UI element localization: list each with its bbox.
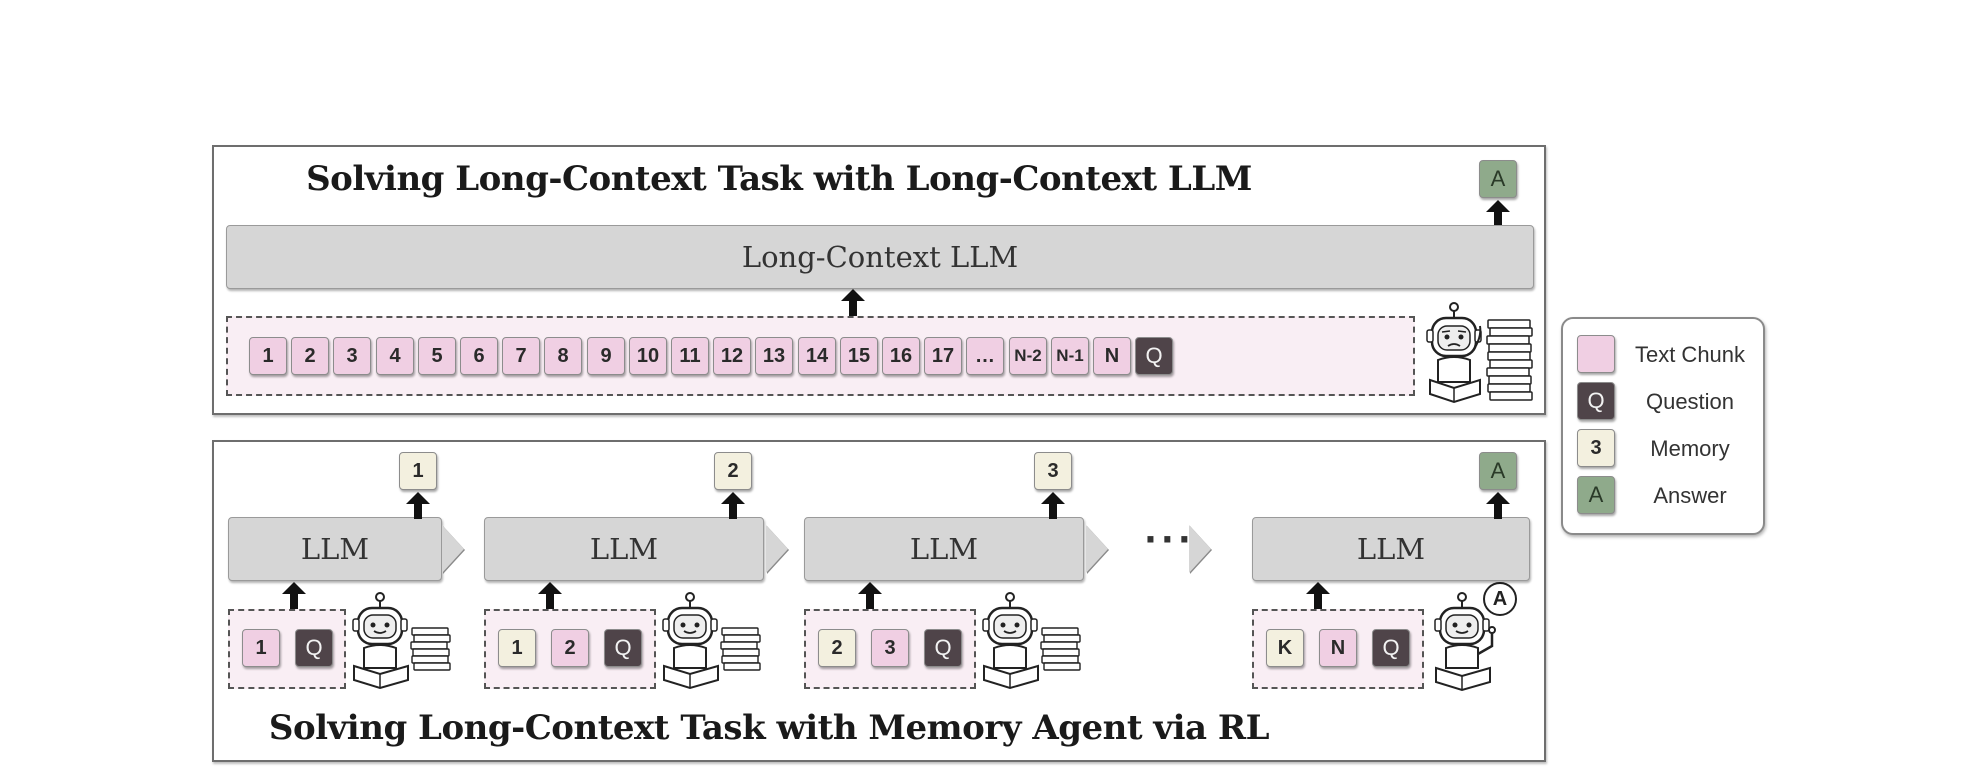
flow-chevron-icon <box>766 525 788 573</box>
long-context-llm-panel: Solving Long-Context Task with Long-Cont… <box>212 145 1546 415</box>
text-chunk-7: 7 <box>502 337 540 375</box>
legend-chip-q: Q <box>1577 382 1615 420</box>
text-chunk-8: 8 <box>544 337 582 375</box>
up-arrow-icon <box>538 582 562 609</box>
input-chip-3-2: 3 <box>871 629 909 667</box>
up-arrow-icon <box>1486 492 1510 519</box>
input-chip-4-2: N <box>1319 629 1357 667</box>
up-arrow-icon <box>1306 582 1330 609</box>
text-chunk-5: 5 <box>418 337 456 375</box>
legend-chip-ans: A <box>1577 476 1615 514</box>
text-chunk-16: 16 <box>882 337 920 375</box>
text-chunk-14: 14 <box>798 337 836 375</box>
llm-block-1: LLM <box>228 517 442 581</box>
flow-chevron-icon <box>442 525 464 573</box>
up-arrow-icon <box>1041 492 1065 519</box>
flow-chevron-icon <box>1189 525 1211 573</box>
legend-label-ans: Answer <box>1653 483 1727 508</box>
input-chip-3-1: 2 <box>818 629 856 667</box>
llm-block-2: LLM <box>484 517 764 581</box>
input-chip-4-3: Q <box>1372 629 1410 667</box>
text-chunk-2: 2 <box>291 337 329 375</box>
up-arrow-icon <box>406 492 430 519</box>
text-chunk-3: 3 <box>333 337 371 375</box>
text-chunk-21: N <box>1093 337 1131 375</box>
text-chunk-13: 13 <box>755 337 793 375</box>
ellipsis: ··· <box>1144 520 1195 560</box>
up-arrow-icon <box>721 492 745 519</box>
llm-block-3: LLM <box>804 517 1084 581</box>
flow-chevron-icon <box>1086 525 1108 573</box>
output-chip-3: 3 <box>1034 452 1072 490</box>
input-chip-2-2: 2 <box>551 629 589 667</box>
text-chunk-18: … <box>966 337 1004 375</box>
up-arrow-icon <box>858 582 882 609</box>
llm-block-4: LLM <box>1252 517 1530 581</box>
bottom-panel-title: Solving Long-Context Task with Memory Ag… <box>268 708 1270 748</box>
long-context-llm-block: Long-Context LLM <box>226 225 1534 289</box>
legend-label-mem: Memory <box>1650 436 1730 461</box>
robot-reading-icon <box>660 592 765 697</box>
legend-label-text: Text Chunk <box>1634 342 1746 367</box>
input-chip-4-1: K <box>1266 629 1304 667</box>
memory-agent-panel: ··· A Solving Long-Context Task with Mem… <box>212 440 1546 762</box>
text-chunk-12: 12 <box>713 337 751 375</box>
input-chip-1-2: Q <box>295 629 333 667</box>
text-chunk-1: 1 <box>249 337 287 375</box>
output-chip-1: 1 <box>399 452 437 490</box>
top-panel-title: Solving Long-Context Task with Long-Cont… <box>306 159 1252 199</box>
text-chunk-10: 10 <box>629 337 667 375</box>
robot-reading-icon <box>350 592 455 697</box>
text-chunk-6: 6 <box>460 337 498 375</box>
question-chip: Q <box>1135 337 1173 375</box>
input-chip-2-3: Q <box>604 629 642 667</box>
input-chip-2-1: 1 <box>498 629 536 667</box>
up-arrow-icon <box>1486 200 1510 227</box>
legend-chip-mem: 3 <box>1577 429 1615 467</box>
legend-label-q: Question <box>1645 389 1735 414</box>
output-chip-2: 2 <box>714 452 752 490</box>
up-arrow-icon <box>841 289 865 316</box>
speech-bubble: A <box>1483 582 1517 616</box>
legend-chip-text <box>1577 335 1615 373</box>
robot-reading-icon <box>980 592 1085 697</box>
input-chip-1-1: 1 <box>242 629 280 667</box>
text-chunk-9: 9 <box>587 337 625 375</box>
text-chunk-20: N-1 <box>1051 337 1089 375</box>
speech-bubble-text: A <box>1492 587 1508 610</box>
text-chunk-4: 4 <box>376 337 414 375</box>
top-answer-chip: A <box>1479 160 1517 198</box>
robot-answering-icon <box>1430 592 1515 697</box>
input-chip-3-3: Q <box>924 629 962 667</box>
output-chip-4: A <box>1479 452 1517 490</box>
text-chunk-19: N-2 <box>1009 337 1047 375</box>
text-chunk-15: 15 <box>840 337 878 375</box>
text-chunk-17: 17 <box>924 337 962 375</box>
up-arrow-icon <box>282 582 306 609</box>
text-chunk-11: 11 <box>671 337 709 375</box>
robot-reading-confused-icon <box>1426 302 1533 404</box>
